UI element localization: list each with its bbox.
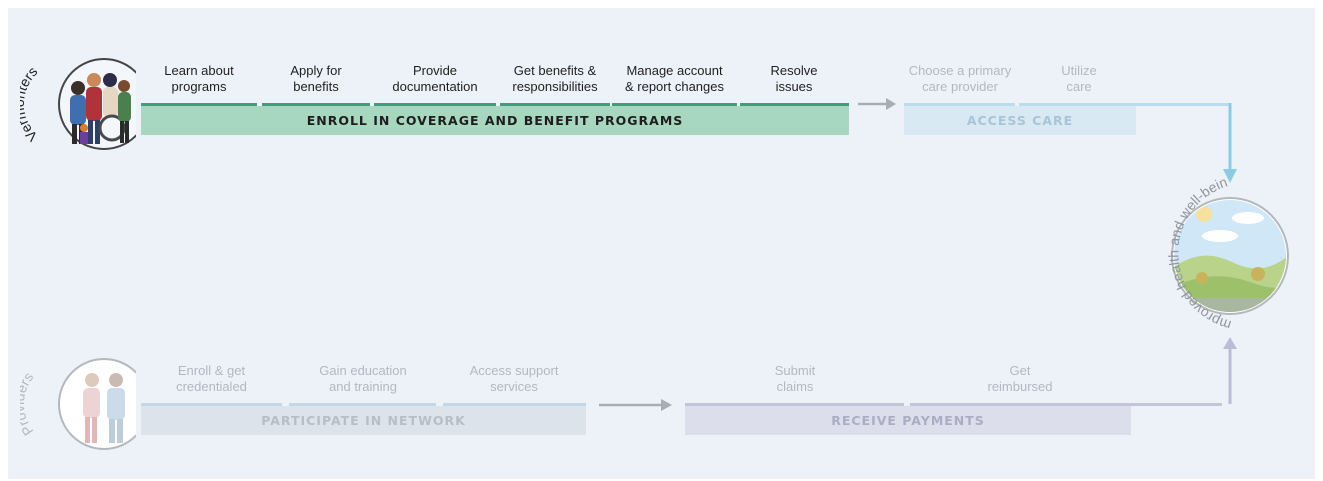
step-get-reimbursed: Get reimbursed — [987, 363, 1053, 394]
step-divider — [141, 403, 282, 406]
step-divider — [740, 103, 849, 106]
step-divider — [904, 103, 1015, 106]
step-gain-education: Gain education and training — [319, 363, 407, 394]
svg-text:Providers: Providers — [20, 369, 36, 439]
flow-line — [1019, 103, 1230, 106]
step-divider — [262, 103, 370, 106]
step-divider — [685, 403, 904, 406]
providers-circle-icon: Providers — [20, 358, 136, 450]
providers-label: Providers — [20, 369, 36, 439]
flow-line — [910, 403, 1222, 406]
step-divider — [612, 103, 737, 106]
step-learn-about-programs: Learn about programs — [164, 63, 234, 94]
step-manage-account: Manage account & report changes — [624, 63, 724, 94]
outcome-landscape-icon: Improved health and well-being — [1140, 170, 1289, 334]
step-choose-primary-care: Choose a primary care provider — [908, 63, 1012, 94]
arrow-right-icon — [599, 399, 672, 411]
vermonters-circle-icon: Vermonters — [20, 58, 136, 150]
step-divider — [289, 403, 436, 406]
arrow-up-icon — [1223, 337, 1237, 404]
step-get-benefits: Get benefits & responsibilities — [512, 63, 598, 94]
access-care-band: ACCESS CARE — [904, 106, 1136, 135]
step-utilize-care: Utilize care — [1061, 63, 1097, 94]
step-submit-claims: Submit claims — [774, 363, 816, 394]
svg-text:Vermonters: Vermonters — [20, 63, 40, 145]
arrow-right-icon — [858, 98, 896, 110]
step-divider — [141, 103, 257, 106]
vermonters-label: Vermonters — [20, 63, 40, 145]
step-divider — [443, 403, 586, 406]
step-resolve-issues: Resolve issues — [770, 63, 818, 94]
step-enroll-credentialed: Enroll & get credentialed — [176, 363, 247, 394]
step-divider — [374, 103, 496, 106]
step-divider — [500, 103, 610, 106]
step-provide-documentation: Provide documentation — [392, 63, 478, 94]
step-apply-for-benefits: Apply for benefits — [290, 63, 342, 94]
receive-payments-band: RECEIVE PAYMENTS — [685, 406, 1131, 435]
enroll-band: ENROLL IN COVERAGE AND BENEFIT PROGRAMS — [141, 106, 849, 135]
step-access-support: Access support services — [469, 363, 559, 394]
arrow-down-icon — [1223, 103, 1237, 183]
participate-network-band: PARTICIPATE IN NETWORK — [141, 406, 586, 435]
